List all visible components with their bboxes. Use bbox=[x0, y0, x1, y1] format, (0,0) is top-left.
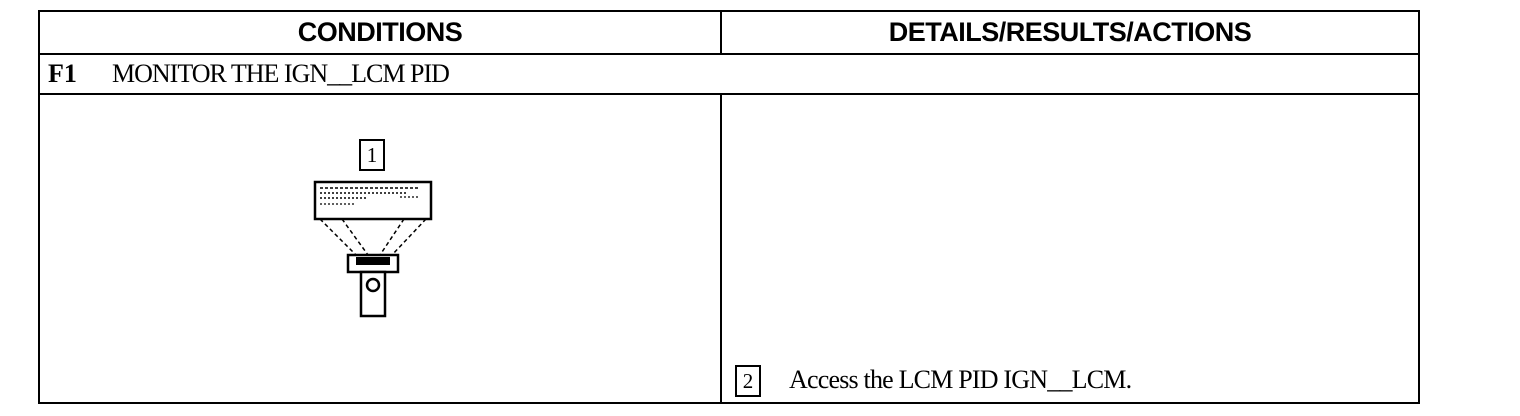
column-divider bbox=[720, 95, 722, 402]
action-text: Access the LCM PID IGN__LCM. bbox=[789, 365, 1132, 394]
procedure-table: CONDITIONS DETAILS/RESULTS/ACTIONS F1 MO… bbox=[38, 10, 1420, 404]
column-divider bbox=[720, 12, 722, 53]
step-body-row: 1 bbox=[40, 95, 1418, 402]
conditions-figure: 1 bbox=[308, 139, 438, 319]
scan-tool-icon bbox=[313, 180, 433, 318]
step-heading-row: F1 MONITOR THE IGN__LCM PID bbox=[40, 55, 1418, 95]
step-id: F1 bbox=[48, 59, 77, 88]
step-title: MONITOR THE IGN__LCM PID bbox=[112, 59, 450, 88]
details-column-header: DETAILS/RESULTS/ACTIONS bbox=[888, 17, 1252, 47]
conditions-column-header: CONDITIONS bbox=[297, 17, 463, 47]
callout-1-label: 1 bbox=[359, 139, 385, 171]
table-header-row: CONDITIONS DETAILS/RESULTS/ACTIONS bbox=[40, 12, 1418, 55]
callout-2-label: 2 bbox=[735, 365, 761, 397]
